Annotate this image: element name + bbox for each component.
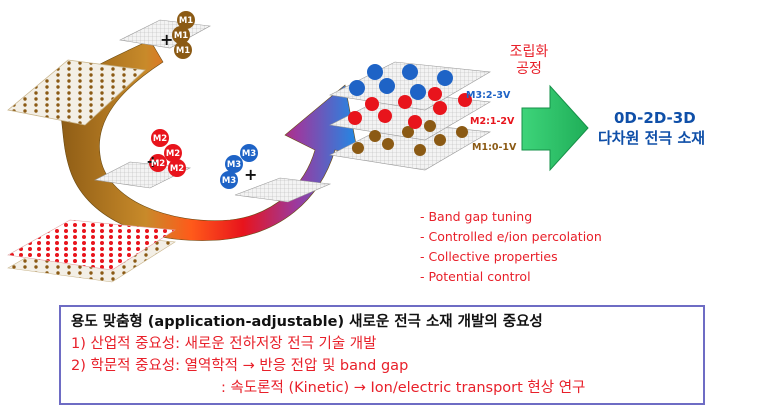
layer-label-m3: M3:2-3V [466,90,511,101]
property-item: - Collective properties [420,249,558,264]
plus-sign-m1: + [160,30,173,49]
m3-label: M3 [227,160,241,170]
summary-title: 용도 맞춤형 (application-adjustable) 새로운 전극 소… [71,314,543,330]
m2-label: M2 [170,164,184,174]
summary-line-kinetic: : 속도론적 (Kinetic) → Ion/electric transpor… [221,380,586,396]
m2-particles [149,129,186,177]
m1-label: M1 [179,16,193,26]
result-label: 0D-2D-3D 다차원 전극 소재 [598,108,705,148]
property-item: - Controlled e/ion percolation [420,229,602,244]
property-item: - Band gap tuning [420,209,533,224]
layer-label-m1: M1:0-1V [472,142,517,153]
layered-stack [329,61,491,171]
process-label: 조립화 공정 [505,44,553,78]
m3-substrate-sheet [234,177,332,203]
process-label-line2: 공정 [516,61,542,77]
layer-label-m2: M2:1-2V [470,116,515,127]
m1-label: M1 [176,46,190,56]
result-label-dims: 0D-2D-3D [614,109,696,127]
m2-substrate-sheet [94,161,192,189]
composite-sheet-top [7,219,176,271]
m2-label: M2 [151,159,165,169]
summary-line-academic: 2) 학문적 중요성: 열역학적 → 반응 전압 및 band gap [71,358,409,374]
summary-box: 용도 맞춤형 (application-adjustable) 새로운 전극 소… [59,305,705,405]
m3-particles [220,144,258,189]
property-item: - Potential control [420,269,531,284]
property-list: - Band gap tuning - Controlled e/ion per… [420,207,602,287]
green-result-arrow [521,84,589,172]
plus-sign-m2: + [146,152,159,171]
process-label-line1: 조립화 [509,44,549,60]
m1-particles [172,11,195,59]
summary-line-industrial: 1) 산업적 중요성: 새로운 전하저장 전극 기술 개발 [71,336,377,352]
brown-dot-sheet [7,59,146,126]
m3-label: M3 [222,176,236,186]
m2-label: M2 [153,134,167,144]
m3-label: M3 [242,149,256,159]
m2-label: M2 [166,149,180,159]
result-label-text: 다차원 전극 소재 [598,129,706,147]
plus-sign-m3: + [244,165,257,184]
m1-label: M1 [174,31,188,41]
